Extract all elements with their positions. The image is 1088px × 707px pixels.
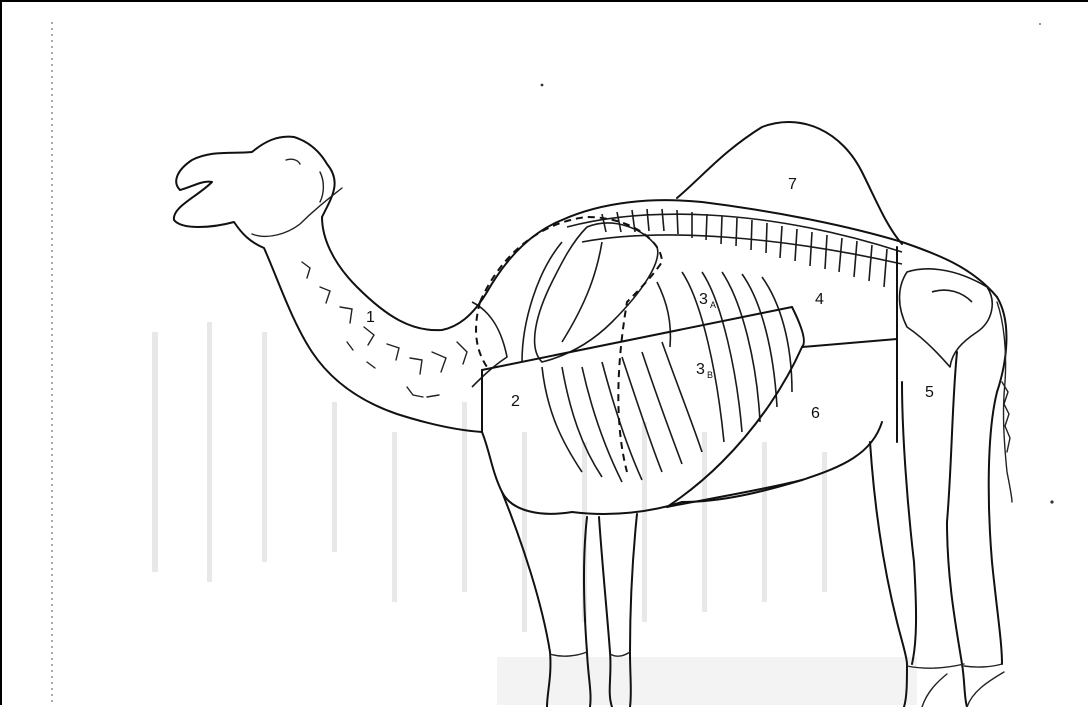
hind-fetlock-2 (964, 664, 1002, 667)
region-label-3b: 3 (696, 361, 705, 378)
bleed-through-table (152, 322, 917, 705)
jaw-line (252, 188, 342, 236)
shoulder-dashed (480, 217, 662, 472)
region-label-5: 5 (925, 384, 934, 401)
region-label-3a: 3 (699, 291, 708, 308)
hind-foot (922, 674, 947, 707)
region-label-7: 7 (788, 176, 797, 193)
scapula-spine (562, 242, 602, 342)
region-label-2: 2 (511, 393, 520, 410)
eye (286, 159, 300, 164)
boundary-4-6 (802, 339, 897, 347)
region-label-3b-sub: B (707, 370, 713, 380)
hind-quarter (989, 297, 1007, 664)
ear (320, 172, 323, 202)
head-neck-outline (174, 137, 562, 432)
fetlock-right (610, 652, 630, 656)
boundary-3b-6 (667, 307, 804, 507)
boundary-3a-3b (482, 307, 792, 370)
speck (1039, 23, 1041, 25)
pelvis (900, 269, 993, 367)
fetlock-left (550, 652, 587, 656)
speck (1050, 500, 1053, 503)
hind-foot-2 (967, 672, 1004, 707)
scapula (535, 223, 658, 362)
region-label-6: 6 (811, 405, 820, 422)
speck (541, 84, 544, 87)
region-label-1: 1 (366, 309, 375, 326)
region-label-4: 4 (815, 291, 824, 308)
hind-leg-back (947, 352, 967, 707)
hind-leg-inner (902, 382, 916, 664)
pelvis-detail (932, 290, 972, 302)
back-line (562, 200, 997, 297)
ribs (522, 242, 792, 482)
region-label-3a-sub: A (710, 300, 716, 310)
